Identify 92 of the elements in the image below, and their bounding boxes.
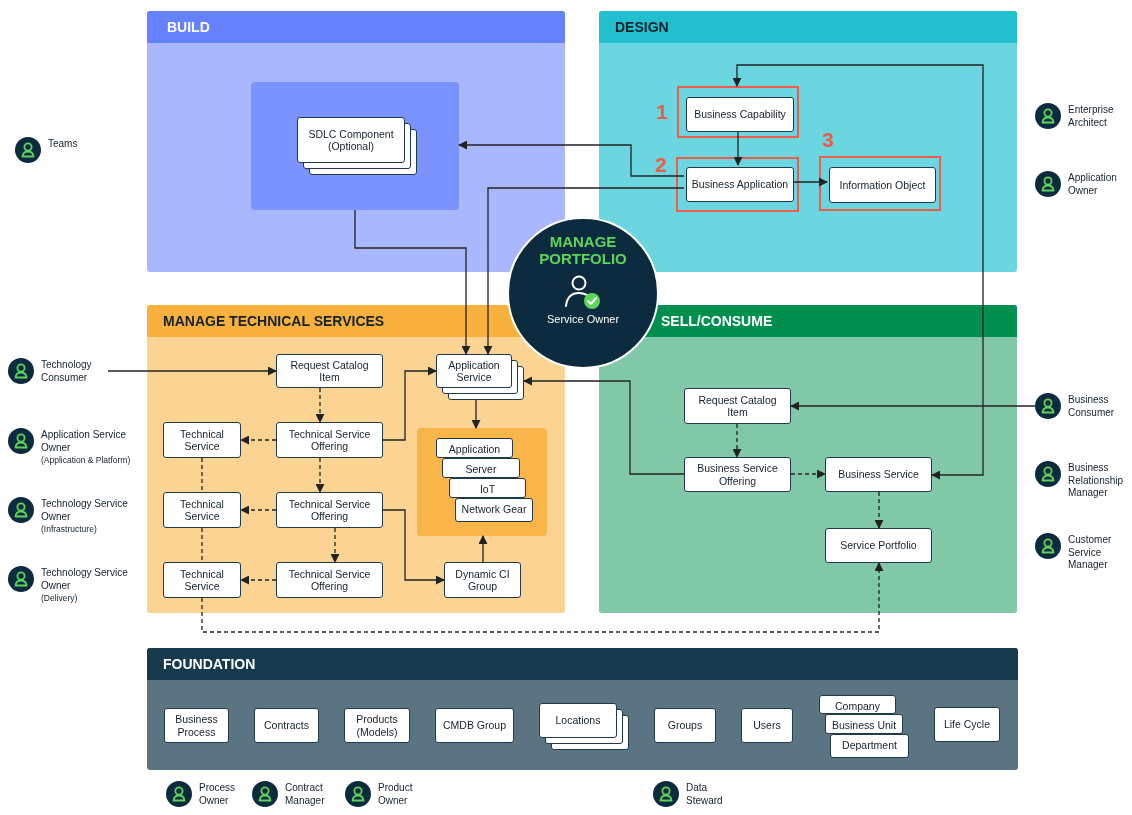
entity-box: Business Application bbox=[686, 167, 794, 202]
dashed-connector-line bbox=[201, 527, 203, 563]
entity-box: Technical Service Offering bbox=[276, 492, 383, 528]
callout-number: 3 bbox=[822, 128, 834, 152]
group-area bbox=[251, 82, 459, 210]
dashed-arrow bbox=[315, 387, 325, 423]
dashed-arrow bbox=[240, 435, 277, 445]
role-name: Application Service Owner bbox=[41, 429, 128, 454]
role-name: Enterprise Architect bbox=[1068, 104, 1115, 129]
entity-box: Products (Models) bbox=[344, 708, 410, 743]
dashed-arrow bbox=[732, 423, 742, 458]
section-panel bbox=[147, 648, 1018, 770]
arrow bbox=[354, 209, 471, 355]
role-name: Product Owner bbox=[378, 782, 414, 807]
card-label: SDLC Component (Optional) bbox=[307, 126, 395, 154]
entity-box: Business Unit bbox=[825, 714, 903, 734]
entity-box: Department bbox=[830, 734, 909, 758]
entity-box: Business Process bbox=[164, 708, 229, 743]
entity-box: Information Object bbox=[829, 167, 936, 203]
highlight-frame bbox=[676, 157, 799, 212]
role-note: (Application & Platform) bbox=[41, 454, 132, 466]
entity-box: Technical Service Offering bbox=[276, 562, 383, 598]
entity-box: Technical Service bbox=[163, 422, 241, 458]
arrow bbox=[471, 399, 481, 429]
entity-box: Server bbox=[442, 458, 520, 478]
highlight-frame bbox=[819, 156, 941, 211]
entity-box: Business Service Offering bbox=[684, 457, 791, 492]
entity-box: Network Gear bbox=[455, 498, 533, 522]
dashed-arrow bbox=[240, 575, 277, 585]
role-note: (Delivery) bbox=[41, 592, 79, 604]
entity-box: Service Portfolio bbox=[825, 528, 932, 563]
dashed-arrow bbox=[330, 527, 340, 563]
role-name: Business Consumer bbox=[1068, 394, 1116, 419]
entity-box: Technical Service bbox=[163, 562, 241, 598]
arrow bbox=[107, 366, 277, 376]
portfolio-title: MANAGE PORTFOLIO bbox=[538, 233, 628, 267]
arrow bbox=[382, 509, 445, 585]
arrow bbox=[483, 187, 685, 355]
dashed-arrow bbox=[315, 457, 325, 493]
double-arrow bbox=[732, 64, 984, 480]
arrow bbox=[791, 177, 828, 187]
role-note: (Infrastructure) bbox=[41, 523, 98, 535]
role-name: Customer Service Manager bbox=[1068, 534, 1113, 572]
stacked-cards bbox=[539, 703, 629, 750]
callout-number: 1 bbox=[656, 100, 668, 124]
entity-box: Business Capability bbox=[686, 97, 794, 132]
arrow bbox=[458, 140, 685, 177]
panel-header: DESIGN bbox=[599, 11, 1017, 43]
entity-box: Groups bbox=[654, 708, 716, 743]
stacked-cards bbox=[436, 354, 524, 400]
entity-box: IoT bbox=[449, 478, 526, 498]
entity-box: Application bbox=[436, 438, 513, 458]
arrow bbox=[478, 535, 488, 563]
group-area bbox=[417, 428, 547, 536]
arrow bbox=[523, 376, 685, 475]
dashed-connector-line bbox=[201, 457, 203, 493]
dashed-arrow bbox=[790, 469, 826, 479]
entity-box: Business Service bbox=[825, 457, 932, 492]
role-name: Contract Manager bbox=[285, 782, 326, 807]
role-name: Data Steward bbox=[686, 782, 724, 807]
portfolio-circle bbox=[507, 217, 659, 369]
dashed-arrow bbox=[201, 562, 884, 633]
entity-box: Request Catalog Item bbox=[684, 388, 791, 424]
role-name: Business Relationship Manager bbox=[1068, 462, 1125, 500]
role-name: Technology Consumer bbox=[41, 359, 93, 384]
arrow bbox=[733, 129, 743, 166]
entity-box: Life Cycle bbox=[934, 707, 1000, 742]
entity-box: Company bbox=[819, 695, 896, 714]
role-label: Service Owner bbox=[546, 313, 620, 325]
dashed-arrow bbox=[874, 491, 884, 529]
role-name: Technology Service Owner bbox=[41, 498, 129, 523]
highlight-frame bbox=[677, 86, 799, 138]
entity-box: CMDB Group bbox=[435, 708, 514, 743]
callout-number: 2 bbox=[655, 153, 667, 177]
role-name: Process Owner bbox=[199, 782, 237, 807]
entity-box: Contracts bbox=[254, 708, 319, 743]
arrow bbox=[790, 401, 1036, 411]
panel-header: FOUNDATION bbox=[147, 648, 1018, 680]
entity-box: Request Catalog Item bbox=[276, 354, 383, 388]
card-label: Application Service bbox=[447, 357, 501, 385]
entity-box: Technical Service bbox=[163, 492, 241, 528]
entity-box: Dynamic CI Group bbox=[444, 562, 521, 598]
entity-box: Technical Service Offering bbox=[276, 422, 383, 458]
role-name: Teams bbox=[48, 138, 78, 151]
stacked-cards bbox=[297, 117, 417, 175]
entity-box: Users bbox=[741, 708, 793, 743]
panel-header: BUILD bbox=[147, 11, 565, 43]
role-name: Application Owner bbox=[1068, 172, 1118, 197]
dashed-arrow bbox=[240, 505, 277, 515]
card-label: Locations bbox=[554, 713, 602, 729]
role-name: Technology Service Owner bbox=[41, 567, 129, 592]
arrow bbox=[382, 366, 437, 441]
